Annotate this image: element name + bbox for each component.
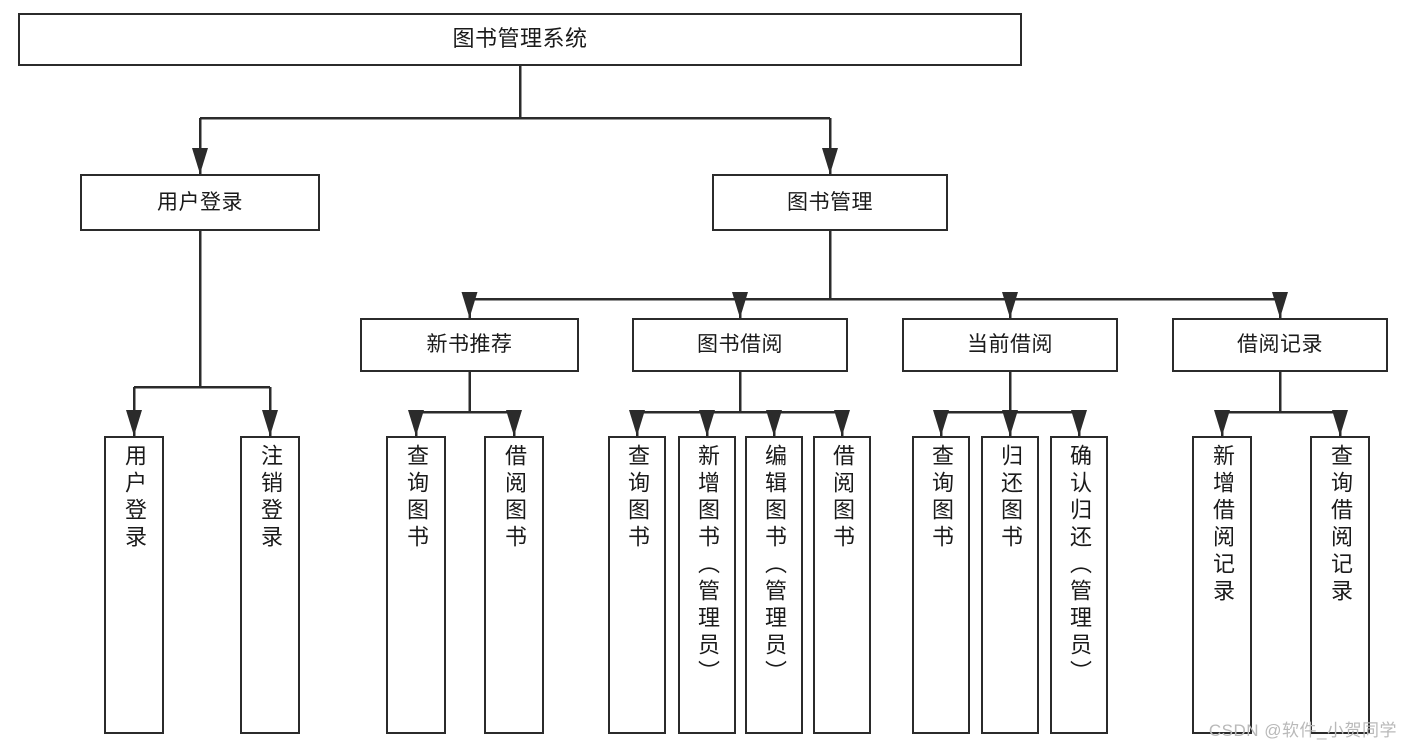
arrowhead-icon	[1071, 410, 1087, 436]
node-leaf-rec-1[interactable]: 新增借阅记录	[1192, 436, 1252, 734]
node-label: 当前借阅	[967, 333, 1053, 357]
node-label: 借阅图书	[502, 444, 527, 552]
arrowhead-icon	[1002, 410, 1018, 436]
node-root[interactable]: 图书管理系统	[18, 13, 1022, 66]
node-label: 借阅记录	[1237, 333, 1323, 357]
node-leaf-cur-1[interactable]: 查询图书	[912, 436, 970, 734]
node-label: 确认归还（管理员）	[1067, 444, 1092, 687]
arrowhead-icon	[461, 292, 478, 318]
node-leaf-bor-1[interactable]: 查询图书	[608, 436, 666, 734]
node-label: 图书管理系统	[452, 26, 588, 52]
node-leaf-login-1[interactable]: 用户登录	[104, 436, 164, 734]
node-bookmgmt[interactable]: 图书管理	[712, 174, 948, 231]
node-label: 查询图书	[625, 444, 650, 552]
arrowhead-icon	[834, 410, 850, 436]
arrowhead-icon	[766, 410, 782, 436]
node-leaf-new-1[interactable]: 查询图书	[386, 436, 446, 734]
node-login[interactable]: 用户登录	[80, 174, 320, 231]
node-leaf-bor-2[interactable]: 新增图书（管理员）	[678, 436, 736, 734]
arrowhead-icon	[408, 410, 424, 436]
arrowhead-icon	[699, 410, 715, 436]
node-label: 查询图书	[929, 444, 954, 552]
node-leaf-bor-4[interactable]: 借阅图书	[813, 436, 871, 734]
node-leaf-cur-3[interactable]: 确认归还（管理员）	[1050, 436, 1108, 734]
node-label: 借阅图书	[830, 444, 855, 552]
arrowhead-icon	[262, 410, 278, 436]
arrowhead-icon	[1272, 292, 1288, 318]
node-leaf-bor-3[interactable]: 编辑图书（管理员）	[745, 436, 803, 734]
node-leaf-cur-2[interactable]: 归还图书	[981, 436, 1039, 734]
node-record[interactable]: 借阅记录	[1172, 318, 1388, 372]
node-label: 查询图书	[404, 444, 429, 552]
arrowhead-icon	[1214, 410, 1230, 436]
arrowhead-icon	[192, 148, 208, 174]
node-leaf-login-2[interactable]: 注销登录	[240, 436, 300, 734]
node-newbook[interactable]: 新书推荐	[360, 318, 579, 372]
arrowhead-icon	[126, 410, 142, 436]
node-label: 用户登录	[157, 190, 243, 214]
node-current[interactable]: 当前借阅	[902, 318, 1118, 372]
arrowhead-icon	[1332, 410, 1348, 436]
watermark: CSDN @软件_小贺同学	[1208, 721, 1397, 740]
node-label: 图书借阅	[697, 333, 783, 357]
arrowhead-icon	[629, 410, 645, 436]
node-label: 图书管理	[787, 190, 873, 214]
node-label: 新增借阅记录	[1210, 444, 1235, 606]
arrowhead-icon	[933, 410, 949, 436]
arrowhead-icon	[732, 292, 748, 318]
node-label: 用户登录	[122, 444, 147, 552]
node-label: 查询借阅记录	[1328, 444, 1353, 606]
node-label: 新增图书（管理员）	[695, 444, 720, 687]
arrowhead-icon	[1002, 292, 1018, 318]
arrowhead-icon	[506, 410, 522, 436]
node-label: 新书推荐	[426, 333, 513, 357]
node-borrow[interactable]: 图书借阅	[632, 318, 848, 372]
node-label: 注销登录	[258, 444, 283, 552]
node-leaf-new-2[interactable]: 借阅图书	[484, 436, 544, 734]
arrowhead-icon	[822, 148, 838, 174]
node-label: 归还图书	[998, 444, 1023, 552]
node-leaf-rec-2[interactable]: 查询借阅记录	[1310, 436, 1370, 734]
node-label: 编辑图书（管理员）	[762, 444, 787, 687]
